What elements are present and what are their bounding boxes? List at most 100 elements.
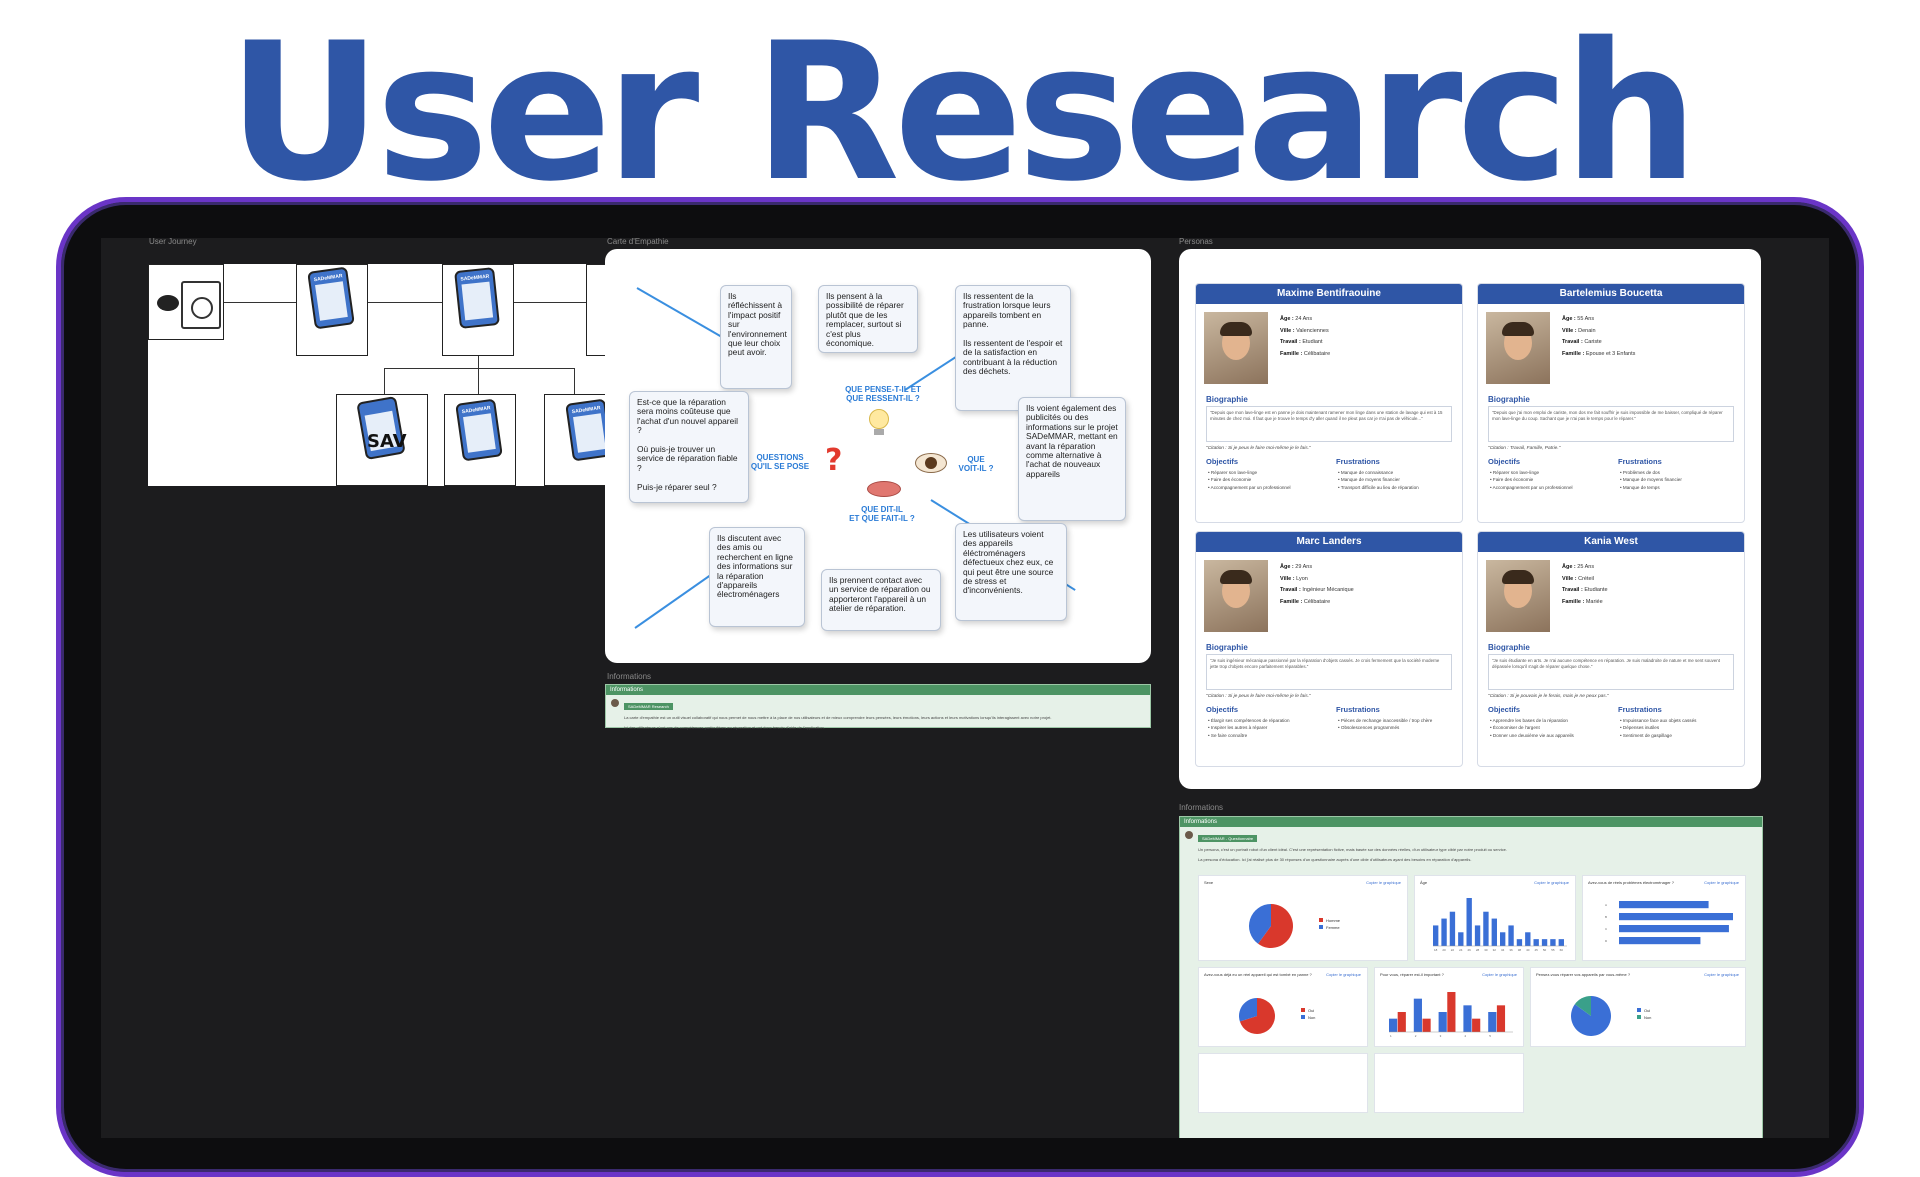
biography-text: "Je suis ingénieur mécanique passionné p…: [1206, 654, 1452, 690]
x-tick-label: 55: [1551, 948, 1555, 952]
chart-card[interactable]: [1374, 1053, 1524, 1113]
info-panel-left[interactable]: Informations SADeMMAR Research La carte …: [605, 684, 1151, 730]
persona-name: Maxime Bentifraouine: [1196, 284, 1462, 304]
persona-fact-label: Famille :: [1280, 598, 1303, 605]
biography-text: "Depuis que mon lave-linge est en panne …: [1206, 406, 1452, 442]
persona-fact-label: Âge :: [1562, 564, 1576, 570]
empathy-bubble: Ils pensent à la possibilité de réparer …: [818, 285, 918, 353]
hair-shape: [1502, 570, 1534, 584]
persona-fact-age: Âge : 29 Ans: [1280, 562, 1354, 574]
chart-card[interactable]: Avez-vous déjà eu un réel appareil qui e…: [1198, 967, 1368, 1047]
journey-arrow: [368, 302, 442, 303]
washer-icon: [181, 281, 221, 329]
persona-fact-value: Etudiante: [1582, 587, 1608, 594]
journey-connector: [574, 368, 575, 394]
persona-photo: [1486, 560, 1550, 632]
objective-item: • Économiser de l'argent: [1490, 725, 1540, 731]
avatar: [1185, 831, 1193, 839]
copy-chart-link[interactable]: Copier le graphique: [1326, 972, 1361, 977]
persona-fact-label: Ville :: [1562, 327, 1577, 334]
persona-fact-label: Famille :: [1562, 598, 1585, 605]
copy-chart-link[interactable]: Copier le graphique: [1366, 880, 1401, 885]
journey-arrow: [224, 302, 296, 303]
chart-card[interactable]: Pensez-vous réparer vos appareils par vo…: [1530, 967, 1746, 1047]
persona-fact-value: Cariste: [1582, 339, 1602, 346]
persona-fact-family: Famille : Mariée: [1562, 597, 1608, 609]
pie-slice: [1249, 904, 1271, 944]
legend-label: Oui: [1308, 1008, 1314, 1013]
persona-name: Marc Landers: [1196, 532, 1462, 552]
bar: [1500, 932, 1506, 946]
legend-swatch: [1637, 1008, 1641, 1012]
persona-fact-label: Âge :: [1280, 564, 1294, 570]
frustrations-list: • Problèmes de dos• Manque de moyens fin…: [1620, 469, 1682, 491]
persona-fact-label: Âge :: [1562, 316, 1576, 322]
eye-icon: [915, 453, 947, 473]
empathy-bubble: Ils voient également des publicités ou d…: [1018, 397, 1126, 521]
objective-item: • Donner une deuxième vie aux appareils: [1490, 732, 1574, 738]
question-mark-icon: ?: [825, 443, 843, 478]
chart-card[interactable]: Pour vous, réparer est-il important ?Cop…: [1374, 967, 1524, 1047]
objective-item: • Se faire connaître: [1208, 732, 1248, 738]
empathy-bubble: Ils discutent avec des amis ou recherche…: [709, 527, 805, 627]
bar: [1619, 913, 1733, 921]
board-canvas[interactable]: User Journey SADeMMAR SADeMMAR: [101, 238, 1829, 1138]
x-tick-label: 1: [1390, 1034, 1392, 1038]
biography-text: "Depuis que j'ai mon emploi de cariste, …: [1488, 406, 1734, 442]
persona-fact-value: 55 Ans: [1575, 316, 1595, 322]
info-panel-right[interactable]: Informations SADeMMAR - Questionnaire Un…: [1179, 816, 1763, 1138]
x-tick-label: 24: [1459, 948, 1463, 952]
biography-text: "Je suis étudiante en arts. Je n'ai aucu…: [1488, 654, 1734, 690]
info-text: Un persona, c'est un portrait robot d'un…: [1198, 847, 1508, 852]
persona-fact-value: Mariée: [1584, 598, 1603, 605]
x-tick-label: 50: [1543, 948, 1547, 952]
chart-title: Sexe: [1204, 880, 1214, 885]
journey-step-broken-washer: [148, 264, 224, 340]
objectives-list: • Réparer son lave-linge• Faire des écon…: [1208, 469, 1291, 491]
bar: [1558, 939, 1564, 946]
bar: [1433, 925, 1439, 946]
empathy-heading-do: QUE DIT-IL ET QUE FAIT-IL ?: [849, 505, 915, 524]
copy-chart-link[interactable]: Copier le graphique: [1534, 880, 1569, 885]
copy-chart-link[interactable]: Copier le graphique: [1704, 880, 1739, 885]
objective-item: • Faire des économie: [1208, 477, 1252, 483]
info-text: La carte d'empathie est un outil visuel …: [624, 715, 1052, 720]
legend-swatch: [1319, 918, 1323, 922]
frustrations-title: Frustrations: [1618, 457, 1662, 466]
persona-quote: "Citation : Travail, Famille, Patrie.": [1488, 446, 1561, 451]
persona-fact-value: Etudiant: [1300, 339, 1323, 346]
persona-fact-value: 29 Ans: [1293, 564, 1313, 570]
persona-fact-age: Âge : 24 Ans: [1280, 314, 1330, 326]
frustration-item: • Pièces de rechange inaccessible / trop…: [1338, 718, 1433, 723]
bar: [1422, 1018, 1431, 1032]
persona-fact-value: 25 Ans: [1575, 564, 1595, 570]
frustration-item: • Manque de temps: [1620, 484, 1660, 490]
user-journey-board[interactable]: SADeMMAR SADeMMAR SAV SADeMMAR: [148, 264, 684, 486]
x-tick-label: 45: [1535, 948, 1539, 952]
x-tick-label: 20: [1442, 948, 1446, 952]
persona-fact-work: Travail : Etudiante: [1562, 585, 1608, 597]
journey-connector: [478, 368, 479, 394]
x-tick-label: 36: [1509, 948, 1513, 952]
chart-card[interactable]: [1198, 1053, 1368, 1113]
empathy-map-card[interactable]: Ils réfléchissent à l'impact positif sur…: [605, 249, 1151, 663]
copy-chart-link[interactable]: Copier le graphique: [1704, 972, 1739, 977]
copy-chart-link[interactable]: Copier le graphique: [1482, 972, 1517, 977]
persona-fact-label: Travail :: [1280, 587, 1301, 594]
section-label-journey: User Journey: [149, 238, 197, 246]
persona-fact-value: Lyon: [1294, 575, 1308, 582]
chart-card[interactable]: Avez-vous de réels problèmes électroména…: [1582, 875, 1746, 961]
persona-photo: [1486, 312, 1550, 384]
x-tick-label: 60: [1560, 948, 1564, 952]
info-panel-header: Informations: [606, 685, 1150, 695]
